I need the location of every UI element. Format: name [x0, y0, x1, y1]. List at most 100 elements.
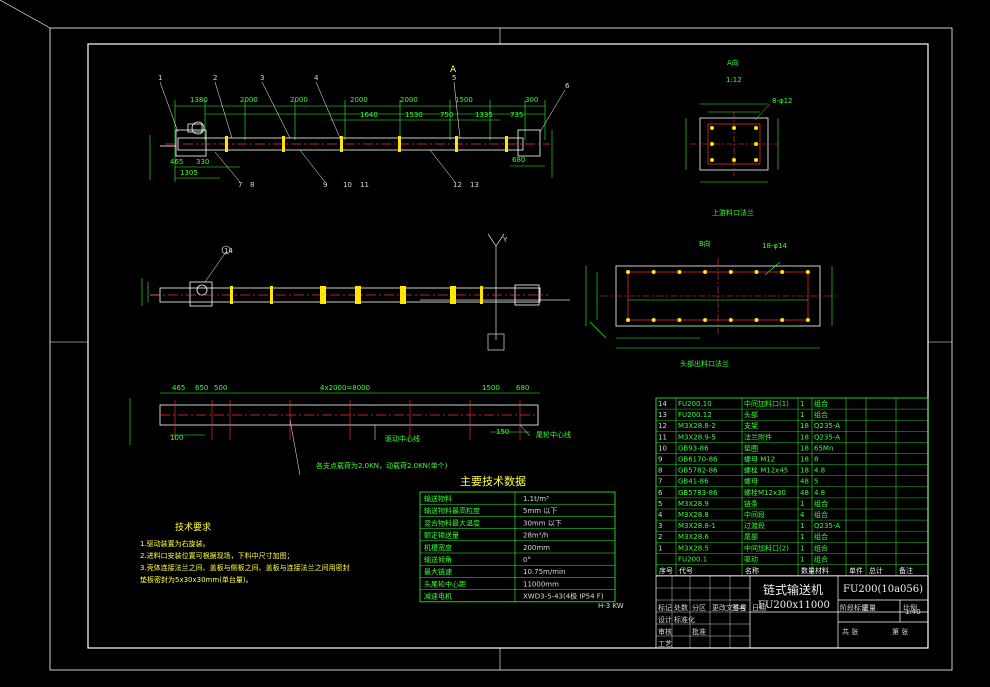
- bom-cell: Q235-A: [814, 522, 840, 530]
- title-block: 标记处数分区更改文件号签名日期设计标准化审核工艺批准阶段标记重量比例共 张第 张…: [598, 575, 929, 649]
- balloon-number: 10: [343, 181, 352, 189]
- view-b-caption: 头部出料口法兰: [680, 359, 729, 368]
- bom-cell: 4.8: [814, 467, 825, 475]
- balloon-number: 1: [158, 74, 162, 82]
- view-a-note: 8-φ12: [772, 97, 793, 105]
- balloon-number: 8: [250, 181, 254, 189]
- spec-value: 11000mm: [523, 580, 559, 588]
- bom-cell: 5: [814, 478, 818, 486]
- tb-cell: 重量: [862, 604, 876, 612]
- dimension-label: 2000: [400, 96, 418, 104]
- balloon-number: 3: [260, 74, 264, 82]
- bom-cell: 65Mn: [814, 444, 833, 452]
- spec-label: 输送物料最高粒度: [424, 506, 480, 515]
- bom-cell: 中间加料口(1): [744, 399, 789, 408]
- view-a-title: A向: [727, 58, 739, 67]
- bom-cell: 组合: [814, 543, 828, 552]
- balloon-number: 2: [213, 74, 217, 82]
- bom-cell: 链条: [744, 499, 758, 508]
- section-a-marker: A: [450, 65, 457, 75]
- tb-cell: 比例: [903, 603, 917, 612]
- tb-cell: 第 张: [892, 627, 908, 636]
- bom-cell: 18: [800, 456, 809, 464]
- spec-label: 输送倾角: [424, 555, 452, 564]
- tb-cell: 标准化: [674, 615, 695, 624]
- bom-cell: 中间加料口(2): [744, 543, 789, 552]
- plan-view: [141, 245, 548, 307]
- balloon-number: 9: [323, 181, 327, 189]
- bom-cell: GB5782-86: [678, 467, 718, 475]
- bolt-hole: [780, 318, 785, 322]
- bom-cell: GB5783-86: [678, 489, 718, 497]
- dimension-label: 1500: [455, 96, 473, 104]
- dimension-label: 465: [172, 384, 185, 392]
- tb-cell: 日期: [752, 604, 766, 612]
- bolt-hole: [703, 270, 708, 274]
- view-a-flange: A向 1:12 8-φ12 上游料口法兰: [685, 58, 793, 217]
- spec-table-title: 主要技术数据: [460, 474, 526, 488]
- bom-cell: 6: [658, 489, 663, 497]
- bom-cell: Q235-A: [814, 433, 840, 441]
- top-dimension-lines: [149, 100, 553, 182]
- bom-cell: FU200.10: [678, 400, 712, 408]
- bolt-hole: [703, 318, 708, 322]
- spec-label: 混合物料最大温度: [424, 518, 480, 527]
- bom-cell: 9: [658, 456, 662, 464]
- bolt-hole: [805, 318, 810, 322]
- bolt-hole: [780, 270, 785, 274]
- balloon-number: 12: [453, 181, 462, 189]
- view-b-title: B向: [699, 239, 711, 248]
- view-crosshair: [420, 233, 570, 351]
- bolt-hole: [728, 270, 733, 274]
- bom-cell: 48: [800, 478, 809, 486]
- bolt-hole: [728, 318, 733, 322]
- bom-cell: 1: [800, 400, 804, 408]
- bolt-hole: [626, 318, 630, 322]
- spec-label: 额定输送量: [424, 531, 459, 540]
- bom-cell: 1: [800, 544, 804, 552]
- drive-centerline-note: 驱动中心线: [385, 434, 420, 443]
- bom-cell: M3X28.9: [678, 500, 709, 508]
- bom-cell: 14: [658, 400, 667, 408]
- dimension-label: 4x2000=8000: [320, 384, 370, 392]
- bom-cell: 支架: [744, 421, 758, 430]
- dimension-label: 1530: [405, 111, 423, 119]
- elevation-flanges: [225, 136, 508, 152]
- bom-cell: 过渡段: [744, 521, 765, 530]
- bom-cell: 13: [658, 411, 667, 419]
- dimension-label: 2000: [350, 96, 368, 104]
- balloon-number: 7: [238, 181, 242, 189]
- bom-cell: 12: [658, 422, 667, 430]
- spec-value: 30mm 以下: [523, 519, 562, 527]
- bolt-hole: [754, 270, 759, 274]
- dimension-label: 1335: [475, 111, 493, 119]
- dimension-label: 1640: [360, 111, 378, 119]
- tb-cell: 处数: [674, 603, 688, 612]
- spec-value: 200mm: [523, 544, 550, 552]
- dimension-label: 1380: [190, 96, 208, 104]
- spec-label: 机槽宽度: [424, 543, 452, 552]
- tb-cell: 标记: [658, 603, 672, 612]
- bom-cell: 4: [658, 511, 663, 519]
- bom-cell: 组合: [814, 554, 828, 563]
- balloon-number: 13: [470, 181, 479, 189]
- bom-cell: GB93-86: [678, 444, 709, 452]
- tail-centerline-note: 尾轮中心线: [536, 430, 571, 439]
- tb-cell: 设计: [658, 615, 672, 624]
- bom-cell: 螺栓M12x30: [744, 488, 786, 497]
- bom-cell: 法兰附件: [744, 432, 772, 441]
- bolt-hole: [805, 270, 810, 274]
- bom-cell: 8: [814, 456, 818, 464]
- dimension-label: 680: [516, 384, 529, 392]
- spec-label: 减速电机: [424, 592, 452, 601]
- bom-cell: 1: [658, 544, 662, 552]
- bom-cell: 螺母 M12: [744, 455, 775, 464]
- bom-cell: 1: [800, 500, 804, 508]
- bolt-hole: [626, 270, 630, 274]
- bom-cell: 螺栓 M12x45: [744, 466, 788, 475]
- spec-label: 最大链速: [424, 567, 452, 576]
- bom-cell: 18: [800, 433, 809, 441]
